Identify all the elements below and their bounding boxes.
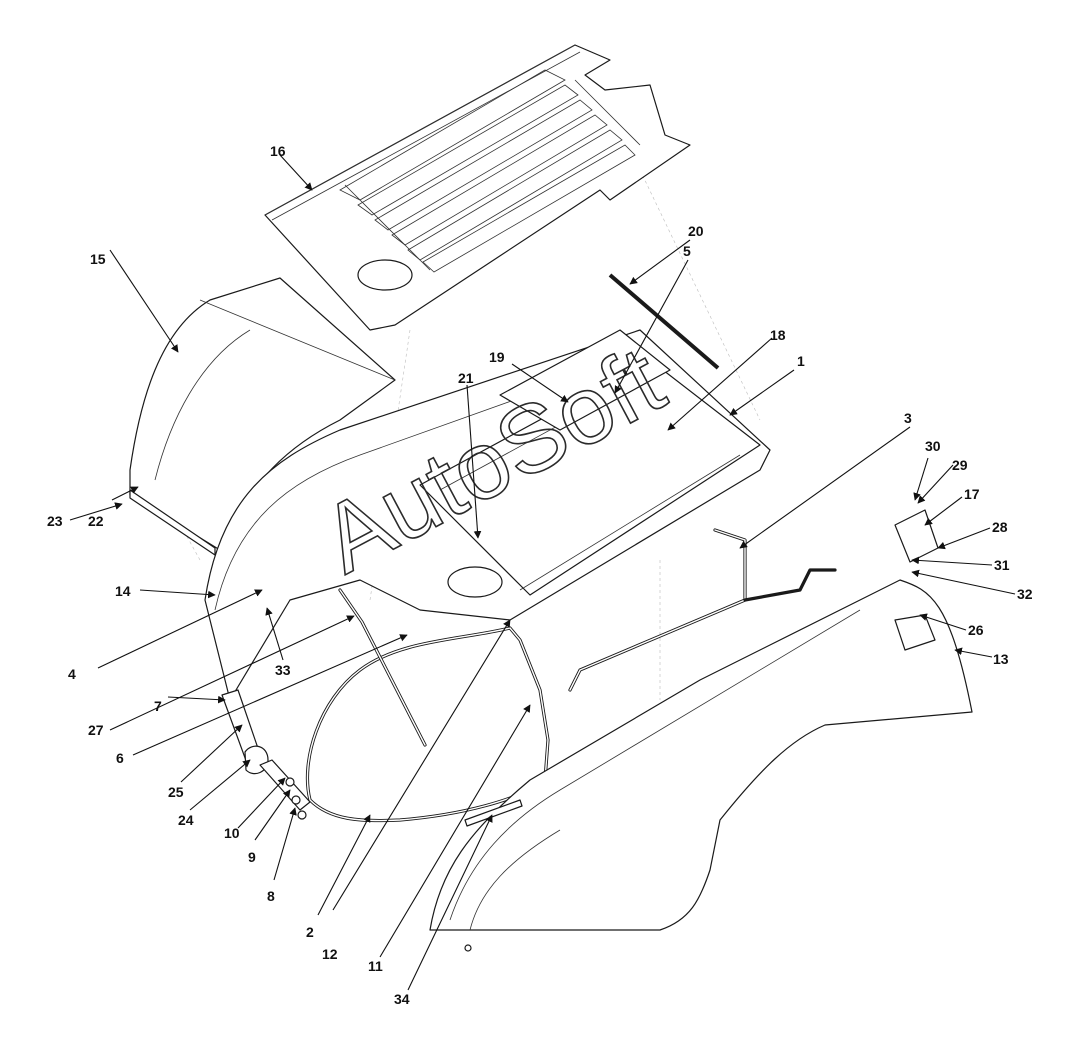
callout-15: 15 (90, 251, 106, 267)
part-17-plate (894, 509, 939, 563)
part-13-side-fender (429, 579, 973, 952)
callout-33: 33 (275, 662, 291, 678)
part-16-roof-panel (264, 44, 691, 331)
callout-22: 22 (88, 513, 104, 529)
callout-5: 5 (683, 243, 691, 259)
callout-32: 32 (1017, 586, 1033, 602)
callout-21: 21 (458, 370, 474, 386)
callout-7: 7 (154, 698, 162, 714)
small-hardware (221, 689, 311, 820)
callout-1: 1 (797, 353, 805, 369)
callout-13: 13 (993, 651, 1009, 667)
leader-lines (69, 154, 1016, 991)
callout-2: 2 (306, 924, 314, 940)
callout-24: 24 (178, 812, 194, 828)
callout-9: 9 (248, 849, 256, 865)
callout-labels: 1 2 3 4 5 6 7 8 9 10 11 12 13 14 15 16 1… (47, 143, 1033, 1007)
callout-12: 12 (322, 946, 338, 962)
part-34-strip (464, 799, 523, 827)
callout-16: 16 (270, 143, 286, 159)
part-20-bar (608, 273, 720, 370)
part-2-frame-tube (305, 626, 550, 823)
callout-23: 23 (47, 513, 63, 529)
callout-18: 18 (770, 327, 786, 343)
callout-25: 25 (168, 784, 184, 800)
callout-11: 11 (368, 958, 383, 974)
callout-4: 4 (68, 666, 76, 682)
callout-34: 34 (394, 991, 410, 1007)
callout-31: 31 (994, 557, 1010, 573)
callout-28: 28 (992, 519, 1008, 535)
callout-20: 20 (688, 223, 704, 239)
callout-3: 3 (904, 410, 912, 426)
callout-29: 29 (952, 457, 968, 473)
callout-8: 8 (267, 888, 275, 904)
callout-14: 14 (115, 583, 131, 599)
callout-19: 19 (489, 349, 505, 365)
part-14-hood-shell (204, 329, 771, 701)
callout-27: 27 (88, 722, 104, 738)
callout-17: 17 (964, 486, 980, 502)
callout-6: 6 (116, 750, 124, 766)
callout-10: 10 (224, 825, 240, 841)
part-3-bracket (568, 528, 837, 692)
callout-30: 30 (925, 438, 941, 454)
callout-26: 26 (968, 622, 984, 638)
part-6-strut (338, 588, 427, 747)
